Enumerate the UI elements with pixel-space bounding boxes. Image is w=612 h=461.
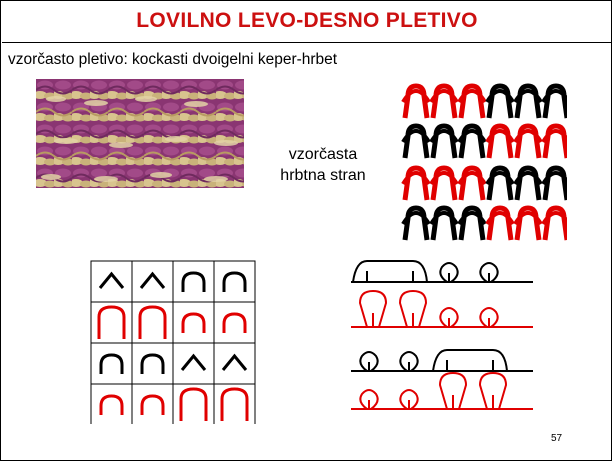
grid-cell-r1c1: [90, 260, 133, 303]
notation-row-1: [351, 260, 533, 283]
loop-head: [485, 89, 515, 104]
long-symbol: [179, 387, 208, 421]
loop-head: [457, 171, 487, 186]
loop-head: [513, 129, 543, 144]
loop-head: [541, 211, 571, 226]
loop-head: [485, 211, 515, 226]
loop-symbol: [99, 394, 124, 415]
title-bar: LOVILNO LEVO-DESNO PLETIVO: [2, 2, 612, 43]
grid-cell-r1c4: [213, 260, 256, 303]
tuck-symbol: [139, 271, 166, 289]
loop-head: [401, 129, 431, 144]
grid-cell-r3c2: [131, 342, 174, 385]
loop-head: [541, 171, 571, 186]
loop-symbol: [140, 353, 165, 374]
loop-head: [401, 211, 431, 226]
notation-row-4: [351, 371, 533, 410]
loop-structure-diagram: [399, 80, 571, 249]
grid-cell-r4c1: [90, 383, 133, 426]
loop-symbol: [140, 394, 165, 415]
loop-band-3: [401, 165, 571, 201]
tuck-symbol: [98, 271, 125, 289]
needle-notation-diagram: [351, 251, 551, 421]
loop-head: [429, 89, 459, 104]
loop-head: [401, 171, 431, 186]
long-symbol: [138, 305, 167, 339]
loop-band-2: [401, 123, 571, 159]
grid-cell-r4c3: [172, 383, 215, 426]
notation-row-3: [351, 349, 533, 372]
grid-cell-r2c1: [90, 301, 133, 344]
loop-band-1: [401, 83, 571, 119]
notation-row-2: [351, 289, 533, 328]
grid-cell-r4c4: [213, 383, 256, 426]
loop-head: [485, 171, 515, 186]
loop-head: [513, 89, 543, 104]
loop-head: [429, 211, 459, 226]
grid-cell-r1c3: [172, 260, 215, 303]
slide-subtitle: vzorčasto pletivo: kockasti dvoigelni ke…: [8, 51, 338, 68]
loop-head: [429, 171, 459, 186]
loop-head: [401, 89, 431, 104]
grid-cell-r2c4: [213, 301, 256, 344]
fabric-photo: [36, 79, 244, 193]
loop-head: [457, 89, 487, 104]
symbol-grid: [90, 260, 256, 429]
loop-symbol: [181, 271, 206, 292]
grid-cell-r2c2: [131, 301, 174, 344]
loop-head: [457, 211, 487, 226]
grid-cell-r3c1: [90, 342, 133, 385]
long-symbol: [97, 305, 126, 339]
loop-head: [429, 129, 459, 144]
loop-head: [485, 129, 515, 144]
loop-head: [541, 129, 571, 144]
grid-cell-r3c3: [172, 342, 215, 385]
page-number: 57: [551, 433, 563, 444]
loop-head: [513, 211, 543, 226]
loop-symbol: [222, 312, 247, 333]
side-label-line2: hrbtna stran: [280, 167, 366, 184]
tuck-symbol: [180, 353, 207, 371]
loop-head: [457, 129, 487, 144]
loop-symbol: [181, 312, 206, 333]
tuck-symbol: [221, 353, 248, 371]
loop-symbol: [222, 271, 247, 292]
grid-cell-r3c4: [213, 342, 256, 385]
loop-head: [541, 89, 571, 104]
loop-head: [513, 171, 543, 186]
loop-band-4: [401, 205, 571, 241]
long-symbol: [220, 387, 249, 421]
grid-cell-r2c3: [172, 301, 215, 344]
slide-title: LOVILNO LEVO-DESNO PLETIVO: [136, 9, 478, 32]
grid-cell-r4c2: [131, 383, 174, 426]
loop-symbol: [99, 353, 124, 374]
side-label-line1: vzorčasta: [288, 146, 358, 163]
grid-cell-r1c2: [131, 260, 174, 303]
side-label: vzorčasta hrbtna stran: [263, 144, 383, 186]
